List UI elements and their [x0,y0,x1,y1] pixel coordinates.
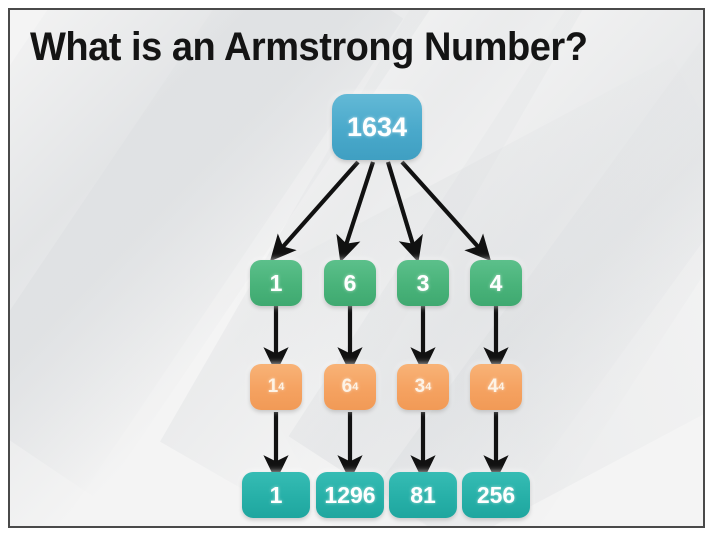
digit-node-label: 1 [269,269,283,296]
power-node-base: 3 [414,376,426,397]
result-node-3: 81 [389,472,457,518]
digit-node-label: 4 [489,269,503,296]
power-node-base: 4 [487,376,499,397]
result-node-4: 256 [462,472,530,518]
digit-node-label: 6 [343,269,357,296]
digit-node-2: 6 [324,260,376,306]
root-to-digit-arrows [269,160,492,263]
power-to-result-arrows [263,412,509,482]
result-node-label: 256 [476,481,516,508]
root-number-label: 1634 [346,111,408,142]
slide-canvas: What is an Armstrong Number? [8,8,705,528]
page-title: What is an Armstrong Number? [30,25,588,69]
power-node-base: 1 [267,376,279,397]
result-node-2: 1296 [316,472,384,518]
digit-to-power-arrows [263,306,509,374]
digit-node-3: 3 [397,260,449,306]
result-node-label: 1296 [324,481,376,508]
result-node-1: 1 [242,472,310,518]
digit-node-label: 3 [416,269,430,296]
digit-node-1: 1 [250,260,302,306]
arrow-layer [263,160,509,482]
digit-node-4: 4 [470,260,522,306]
result-node-label: 81 [410,481,436,508]
power-node-base: 6 [341,376,353,397]
result-node-label: 1 [269,481,283,508]
root-number-node: 1634 [332,94,422,160]
